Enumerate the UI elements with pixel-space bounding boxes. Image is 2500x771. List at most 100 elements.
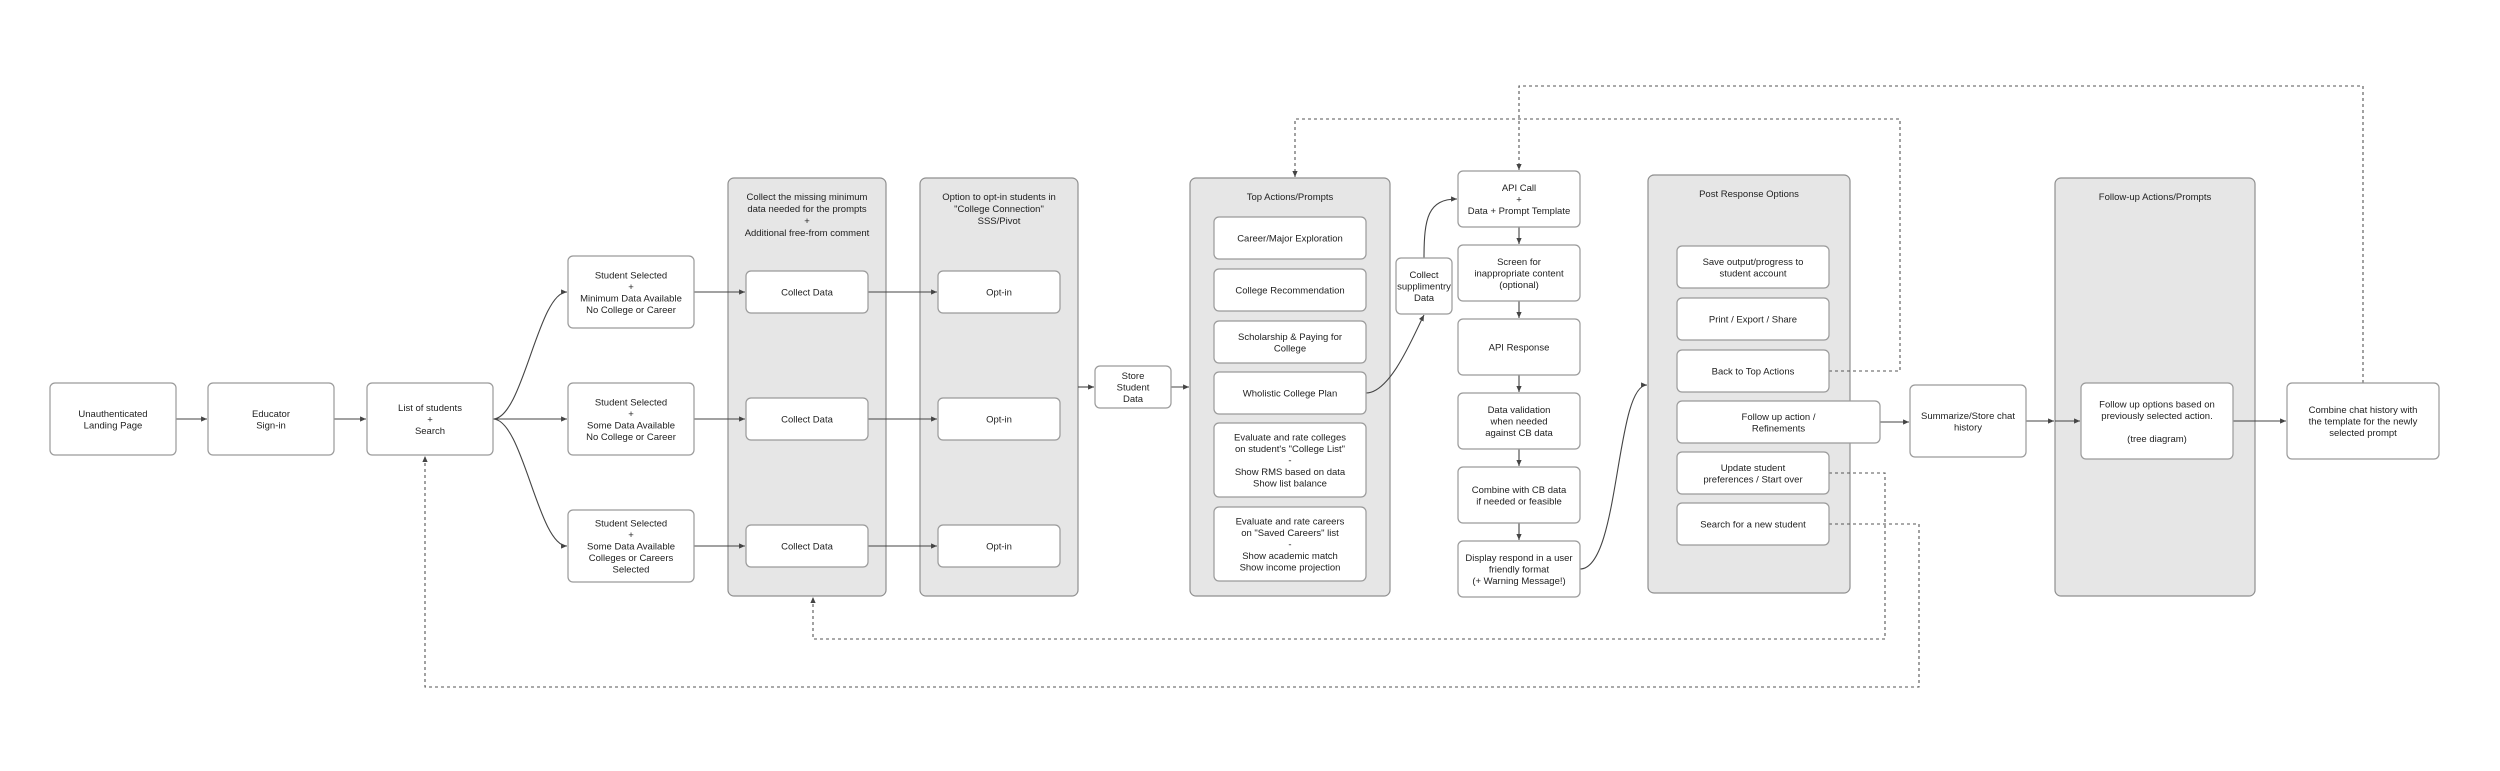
node-text-line: inappropriate content	[1474, 269, 1564, 280]
node-text-line: on "Saved Careers" list	[1241, 528, 1339, 539]
node-text-line: Opt-in	[986, 415, 1012, 426]
node-optin3: Opt-in	[937, 524, 1061, 568]
node-text-line: (tree diagram)	[2127, 434, 2187, 445]
node-text-line: Student	[1117, 383, 1150, 394]
node-career: Career/Major Exploration	[1213, 216, 1367, 260]
node-text-line: College	[1274, 343, 1306, 354]
node-text-line: if needed or feasible	[1476, 496, 1562, 507]
node-optin1: Opt-in	[937, 270, 1061, 314]
node-collect1: Collect Data	[745, 270, 869, 314]
node-text-line: Career/Major Exploration	[1237, 234, 1343, 245]
node-sel1: Student Selected+Minimum Data AvailableN…	[567, 255, 695, 329]
node-text-line: Data	[1414, 293, 1435, 304]
node-text-line: +	[628, 282, 634, 293]
panel-title-line: "College Connection"	[954, 204, 1044, 215]
node-print: Print / Export / Share	[1676, 297, 1830, 341]
node-text-line: friendly format	[1489, 565, 1550, 576]
node-text-line: Landing Page	[84, 420, 143, 431]
node-text-line: Refinements	[1752, 423, 1806, 434]
node-text-line: Scholarship & Paying for	[1238, 332, 1342, 343]
node-text-line: Student Selected	[595, 397, 667, 408]
node-text-line: List of students	[398, 403, 462, 414]
flow-arrow	[1423, 196, 1458, 259]
node-text-line: when needed	[1489, 417, 1547, 428]
node-text-line: Show income projection	[1240, 563, 1341, 574]
loop-arrow-to-collect	[810, 472, 1886, 640]
panel-title-line: Top Actions/Prompts	[1247, 192, 1334, 203]
node-text-line: Follow up action /	[1742, 412, 1816, 423]
node-text-line: +	[628, 409, 634, 420]
node-backtop: Back to Top Actions	[1676, 349, 1830, 393]
node-collrec: College Recommendation	[1213, 268, 1367, 312]
node-text-line: Sign-in	[256, 420, 286, 431]
node-text-line: Opt-in	[986, 542, 1012, 553]
flow-arrow	[1579, 382, 1648, 570]
node-text-line: Follow up options based on	[2099, 399, 2215, 410]
node-apiresp: API Response	[1457, 318, 1581, 376]
node-text-line: Selected	[613, 565, 650, 576]
node-text-line: Student Selected	[595, 270, 667, 281]
node-text-line: No College or Career	[586, 305, 676, 316]
node-text-line: Unauthenticated	[78, 409, 147, 420]
node-text-line: Data	[1123, 394, 1144, 405]
node-text-line: Back to Top Actions	[1712, 367, 1795, 378]
node-text-line: against CB data	[1485, 428, 1553, 439]
node-text-line: (optional)	[1499, 280, 1539, 291]
node-text-line: Collect Data	[781, 542, 833, 553]
node-text-line: -	[1288, 540, 1291, 551]
panel-title-line: data needed for the prompts	[747, 204, 867, 215]
panel-title-line: +	[804, 216, 810, 227]
node-text-line: Summarize/Store chat	[1921, 411, 2015, 422]
node-text-line: Show list balance	[1253, 479, 1327, 490]
node-text-line: Print / Export / Share	[1709, 315, 1797, 326]
node-text-line: Some Data Available	[587, 420, 675, 431]
node-text-line: Data + Prompt Template	[1468, 206, 1571, 217]
node-text-line: Update student	[1721, 463, 1786, 474]
node-text-line: Data validation	[1488, 405, 1551, 416]
node-list: List of students+Search	[366, 382, 494, 456]
node-text-line: Store	[1122, 371, 1145, 382]
node-text-line: Save output/progress to	[1703, 257, 1804, 268]
panel-title-line: Follow-up Actions/Prompts	[2099, 192, 2212, 203]
node-text-line: API Response	[1489, 343, 1550, 354]
node-text-line: Evaluate and rate careers	[1236, 517, 1345, 528]
node-text-line: -	[1288, 456, 1291, 467]
node-text-line: Collect Data	[781, 415, 833, 426]
panel-title-line: Option to opt-in students in	[942, 192, 1056, 203]
node-text-line: Wholistic College Plan	[1243, 389, 1338, 400]
node-text-line: previously selected action.	[2101, 411, 2212, 422]
node-text-line: student account	[1719, 268, 1786, 279]
node-text-line: selected prompt	[2329, 428, 2397, 439]
node-text-line: Show RMS based on data	[1235, 467, 1346, 478]
node-text-line: College Recommendation	[1235, 286, 1344, 297]
node-followup: Follow up action /Refinements	[1676, 400, 1881, 444]
node-text-line: Student Selected	[595, 519, 667, 530]
panel-title-line: Additional free-from comment	[745, 228, 870, 239]
node-text-line: the template for the newly	[2309, 417, 2418, 428]
node-api: API Call+Data + Prompt Template	[1457, 170, 1581, 228]
node-text-line: Display respond in a user	[1465, 553, 1572, 564]
node-text-line: No College or Career	[586, 432, 676, 443]
node-text-line: Search for a new student	[1700, 520, 1806, 531]
panel-title-line: SSS/Pivot	[978, 216, 1021, 227]
flow-arrow	[492, 289, 568, 420]
node-text-line: +	[628, 530, 634, 541]
node-wholistic: Wholistic College Plan	[1213, 371, 1367, 415]
node-text-line: Opt-in	[986, 288, 1012, 299]
node-text-line: Some Data Available	[587, 542, 675, 553]
node-text-line: Combine with CB data	[1472, 485, 1567, 496]
node-text-line: Search	[415, 426, 445, 437]
